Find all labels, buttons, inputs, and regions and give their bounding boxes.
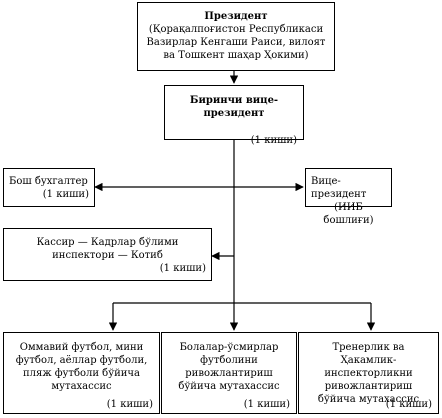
accountant-box: Бош бухгалтер (1 киши) — [3, 168, 95, 207]
specialist-coaches-count: (1 киши) — [385, 399, 432, 410]
cashier-line2: инспектори — Котиб — [52, 250, 163, 261]
specialist-football-count: (1 киши) — [106, 399, 153, 410]
president-title: Президент — [204, 11, 268, 22]
specialist-coaches-text: Тренерлик ва Ҳакамлик-инспекторликни рив… — [317, 342, 420, 405]
specialist-football-box: Оммавий футбол, мини футбол, аёллар футб… — [3, 332, 160, 414]
president-box: Президент (Қорақалпоғистон Республикаси … — [137, 2, 335, 71]
vp-title: Вице-президент — [311, 176, 367, 200]
specialist-coaches-box: Тренерлик ва Ҳакамлик-инспекторликни рив… — [298, 332, 439, 414]
president-subtitle: (Қорақалпоғистон Республикаси Вазирлар К… — [146, 24, 326, 61]
specialist-youth-count: (1 киши) — [243, 399, 290, 410]
accountant-title: Бош бухгалтер — [9, 176, 88, 187]
first-vp-box: Биринчи вице-президент (1 киши) — [164, 85, 304, 146]
first-vp-count: (1 киши) — [250, 135, 297, 146]
first-vp-title: Биринчи вице-президент — [189, 95, 279, 119]
cashier-box: Кассир — Кадрлар бўлими инспектори — Кот… — [3, 228, 212, 281]
accountant-count: (1 киши) — [42, 189, 89, 200]
specialist-youth-text: Болалар-ўсмирлар футболини ривожлантириш… — [178, 342, 280, 392]
specialist-youth-box: Болалар-ўсмирлар футболини ривожлантириш… — [161, 332, 297, 414]
cashier-line1: Кассир — Кадрлар бўлими — [36, 237, 179, 248]
cashier-count: (1 киши) — [159, 263, 206, 274]
vp-box: Вице-президент (ИИБ бошлиғи) — [305, 168, 392, 226]
specialist-football-text: Оммавий футбол, мини футбол, аёллар футб… — [15, 342, 148, 392]
vp-subtitle: (ИИБ бошлиғи) — [323, 202, 374, 226]
